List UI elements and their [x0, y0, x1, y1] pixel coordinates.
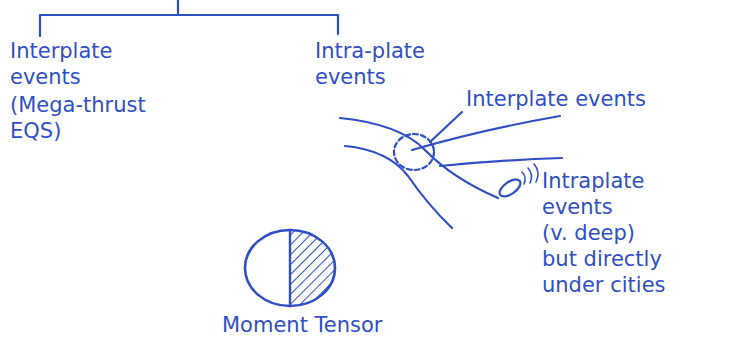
wave-marks: [522, 164, 538, 184]
event-marker: [497, 176, 524, 200]
slab-top: [340, 118, 498, 198]
callout-label: Interplate events: [466, 86, 726, 112]
figure-caption: Moment Tensor: [222, 312, 442, 338]
plate-top: [412, 116, 560, 150]
tree-bracket: [40, 0, 338, 36]
beachball-plane: [289, 230, 291, 306]
leader-line: [430, 112, 462, 142]
branch-note: (Mega-thrust EQS): [10, 92, 175, 144]
slab-bottom: [345, 146, 452, 228]
callout-label: Intraplate events: [542, 168, 692, 220]
beachball-fill: [290, 230, 335, 306]
branch-label: Intra-plate events: [315, 38, 465, 90]
plate-bottom: [440, 158, 562, 166]
callout-note: (v. deep): [542, 220, 692, 246]
interface-circle: [394, 134, 434, 170]
callout-note: but directly under cities: [542, 246, 717, 298]
beachball-outline: [245, 230, 335, 306]
branch-label: Interplate events: [10, 38, 140, 90]
